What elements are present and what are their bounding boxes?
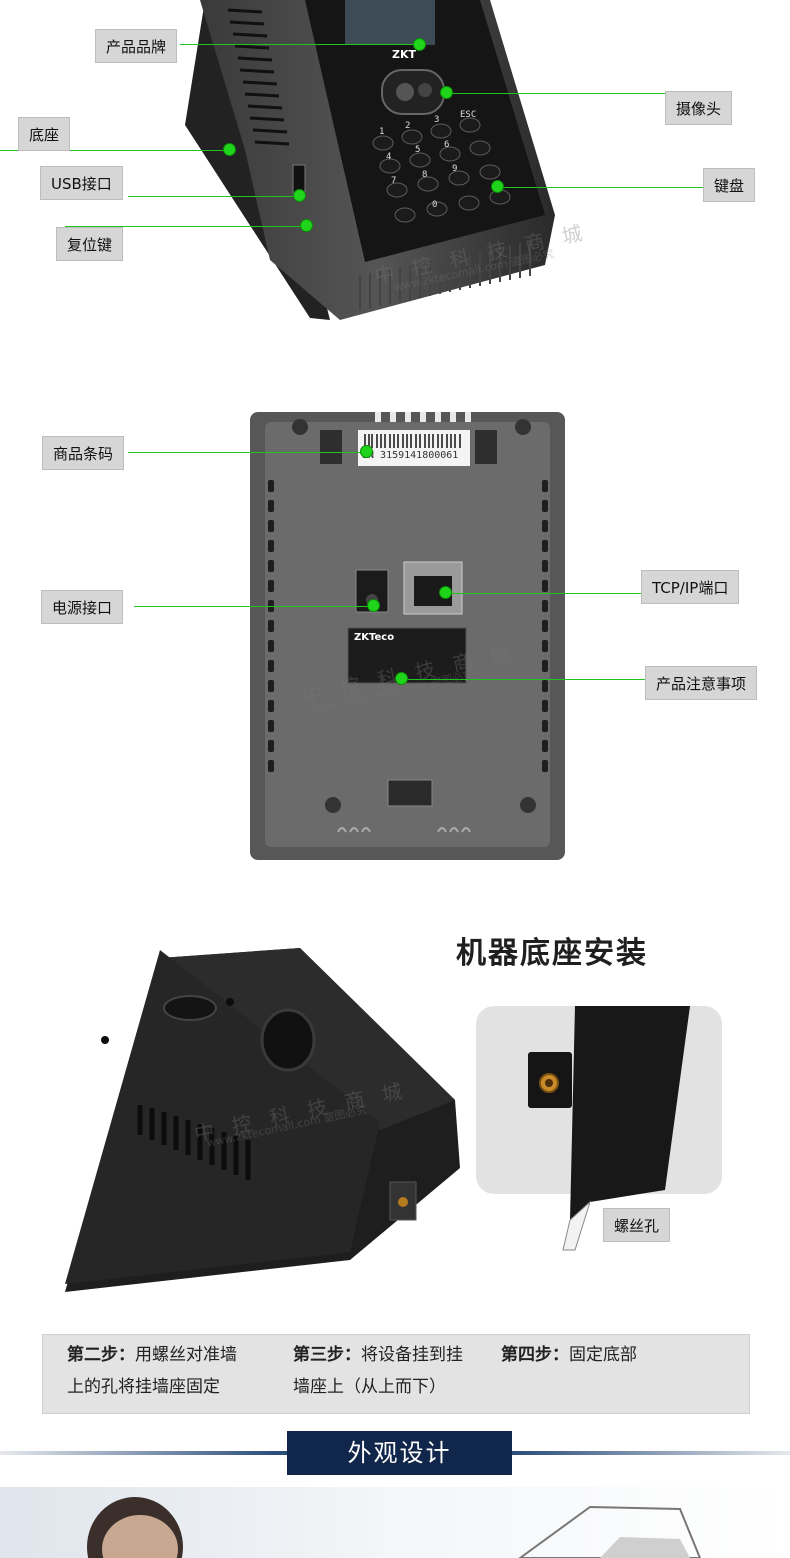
- label-usb: USB接口: [40, 166, 123, 200]
- device-back-image: [250, 412, 565, 860]
- label-tcpip: TCP/IP端口: [641, 570, 740, 604]
- step-3-line1: 将设备挂到挂: [361, 1345, 463, 1365]
- callout-line-usb: [128, 196, 300, 197]
- callout-dot-reset: [300, 219, 313, 232]
- label-screw-hole: 螺丝孔: [603, 1208, 671, 1242]
- base-image: [65, 948, 722, 1292]
- key-9: 9: [452, 164, 458, 174]
- step-4: 第四步：固定底部: [501, 1339, 721, 1371]
- label-notes: 产品注意事项: [645, 666, 758, 700]
- label-camera: 摄像头: [665, 91, 733, 125]
- section-front-view: ZKT 1 2 3 ESC 4 5 6 7 8 9 0 中 控 科 技 商 城 …: [0, 0, 790, 340]
- callout-dot-keyboard: [491, 180, 504, 193]
- device-front-image: [185, 0, 555, 320]
- key-3: 3: [434, 115, 440, 125]
- label-reset: 复位键: [56, 227, 124, 261]
- device-logo: ZKT: [392, 48, 417, 61]
- callout-line-camera: [447, 93, 669, 94]
- callout-line-barcode: [128, 452, 368, 453]
- callout-dot-barcode: [360, 445, 373, 458]
- person-silhouette: [87, 1497, 702, 1558]
- section-base-install: 机器底座安装: [0, 920, 790, 1320]
- callout-dot-camera: [440, 86, 453, 99]
- callout-dot-power: [367, 599, 380, 612]
- step-2-line1: 用螺丝对准墙: [135, 1345, 237, 1365]
- callout-line-reset: [65, 226, 305, 227]
- appearance-preview: [0, 1487, 790, 1558]
- callout-line-brand: [180, 44, 420, 45]
- key-7: 7: [391, 176, 397, 186]
- key-1: 1: [379, 127, 385, 137]
- callout-dot-brand: [413, 38, 426, 51]
- section-banner: 外观设计: [287, 1431, 512, 1475]
- step-2-line2: 上的孔将挂墙座固定: [67, 1377, 220, 1397]
- step-3-line2: 墙座上（从上而下）: [293, 1377, 446, 1397]
- section-back-view: SN 3159141800061 ZKTeco 中 控 科 技 商 城 www.…: [0, 400, 790, 870]
- plate-logo: ZKTeco: [354, 632, 395, 643]
- key-4: 4: [386, 152, 392, 162]
- key-6: 6: [444, 140, 450, 150]
- step-4-head: 第四步：: [501, 1345, 569, 1365]
- key-8: 8: [422, 170, 428, 180]
- callout-line-keyboard: [498, 187, 706, 188]
- step-3: 第三步：将设备挂到挂 墙座上（从上而下）: [293, 1339, 503, 1403]
- step-4-line1: 固定底部: [569, 1345, 637, 1365]
- label-base: 底座: [18, 117, 71, 151]
- base-install-title: 机器底座安装: [456, 936, 648, 971]
- barcode-number: SN 3159141800061: [362, 450, 459, 461]
- callout-line-power: [134, 606, 374, 607]
- callout-dot-base: [223, 143, 236, 156]
- key-2: 2: [405, 121, 411, 131]
- label-power: 电源接口: [41, 590, 124, 624]
- step-2: 第二步：用螺丝对准墙 上的孔将挂墙座固定: [67, 1339, 277, 1403]
- key-0: 0: [432, 200, 438, 210]
- label-barcode: 商品条码: [42, 436, 125, 470]
- callout-dot-tcpip: [439, 586, 452, 599]
- callout-line-tcpip: [446, 593, 644, 594]
- step-2-head: 第二步：: [67, 1345, 135, 1365]
- callout-dot-usb: [293, 189, 306, 202]
- callout-dot-notes: [395, 672, 408, 685]
- label-brand: 产品品牌: [95, 29, 178, 63]
- callout-line-base: [0, 150, 230, 151]
- key-esc: ESC: [460, 110, 477, 120]
- key-5: 5: [415, 145, 421, 155]
- label-keyboard: 键盘: [703, 168, 756, 202]
- callout-line-notes: [402, 679, 648, 680]
- step-3-head: 第三步：: [293, 1345, 361, 1365]
- install-steps: 第二步：用螺丝对准墙 上的孔将挂墙座固定 第三步：将设备挂到挂 墙座上（从上而下…: [42, 1334, 750, 1414]
